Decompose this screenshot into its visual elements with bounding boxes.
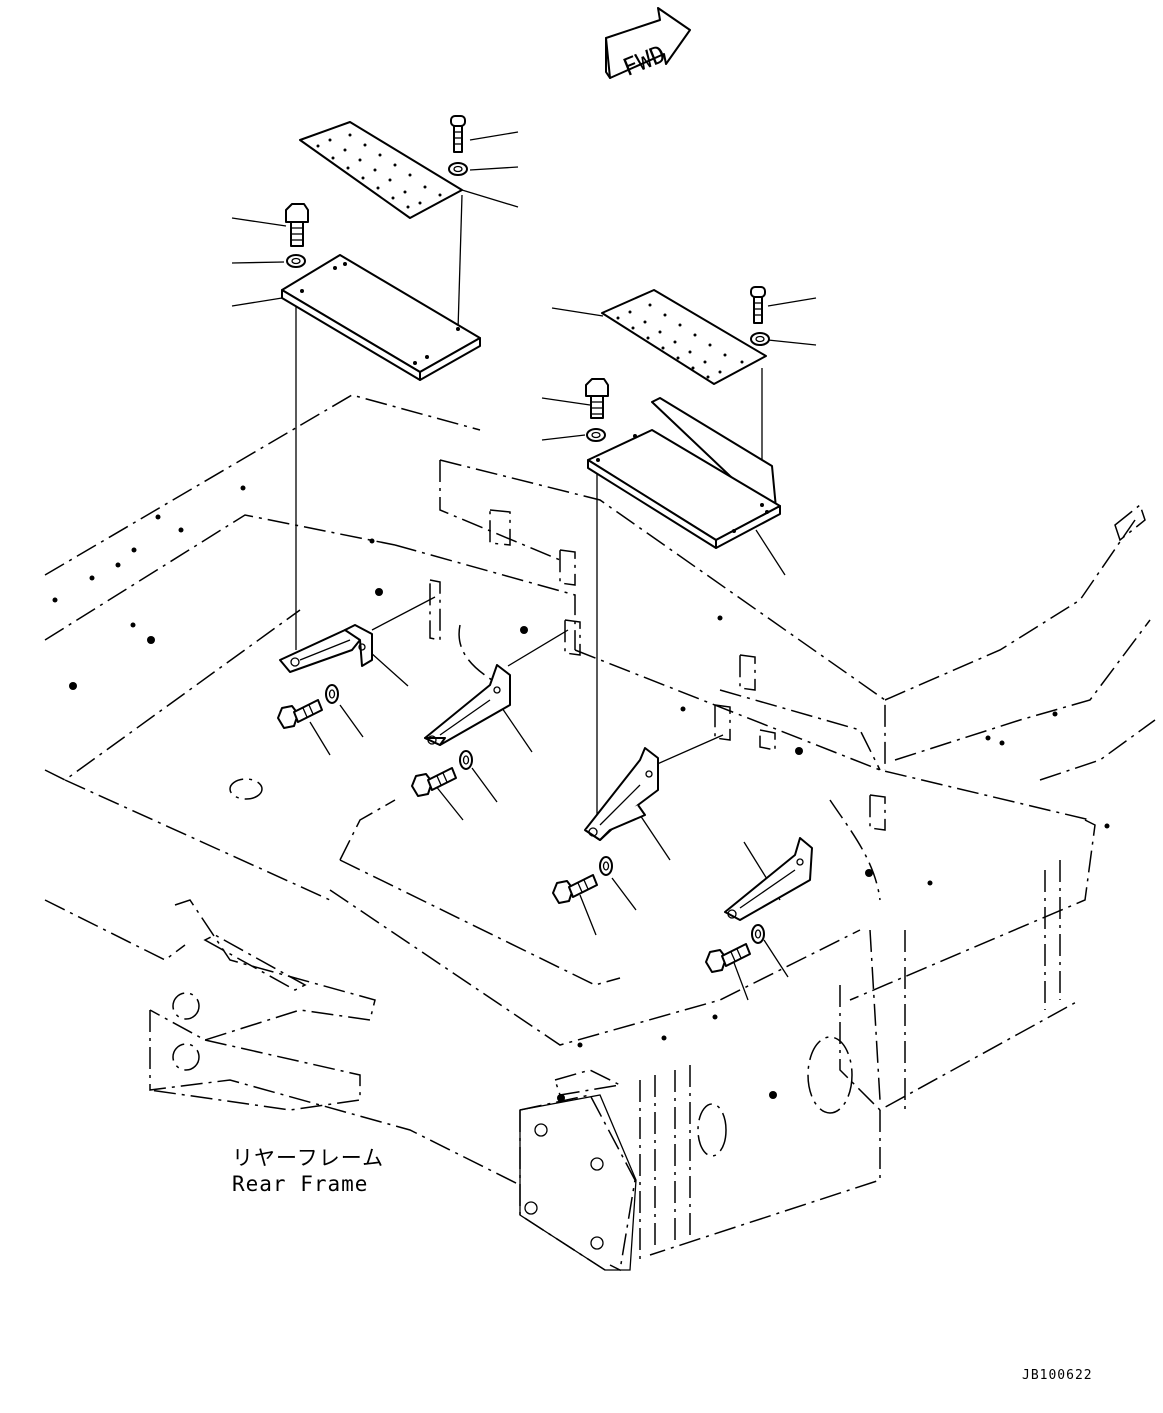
bolt-left-1 bbox=[285, 203, 309, 247]
step-plate-upper-right bbox=[601, 289, 767, 385]
washer-lower-1 bbox=[325, 684, 339, 704]
bolt-lower-1 bbox=[277, 699, 323, 729]
bracket-2 bbox=[424, 664, 511, 746]
bracket-4 bbox=[724, 837, 813, 921]
washer-right-1 bbox=[586, 428, 606, 442]
bolt-upper-2 bbox=[750, 286, 766, 324]
bracket-1 bbox=[279, 624, 373, 673]
washer-lower-3 bbox=[599, 856, 613, 876]
washer-upper-2 bbox=[750, 332, 770, 346]
plate-perforation-pattern-2 bbox=[616, 303, 744, 379]
leader-lines bbox=[231, 131, 817, 1001]
washer-lower-2 bbox=[459, 750, 473, 770]
bolt-right-1 bbox=[585, 378, 609, 419]
fwd-arrow-icon: FWD bbox=[605, 7, 691, 82]
washer-upper-1 bbox=[448, 162, 468, 176]
bolt-lower-4 bbox=[705, 943, 751, 973]
plate-perforation-pattern bbox=[316, 133, 442, 209]
step-support-upper-left bbox=[281, 254, 481, 381]
washer-left-1 bbox=[286, 254, 306, 268]
bracket-3 bbox=[584, 747, 659, 841]
washer-lower-4 bbox=[751, 924, 765, 944]
step-support-right bbox=[587, 397, 781, 549]
bolt-lower-3 bbox=[552, 874, 598, 904]
frame-label-japanese: リヤーフレーム bbox=[232, 1146, 385, 1170]
bolt-upper-1 bbox=[450, 115, 466, 153]
frame-label-english: Rear Frame bbox=[232, 1172, 369, 1196]
frame-holes bbox=[52, 485, 1110, 1102]
bolt-lower-2 bbox=[411, 767, 457, 797]
step-plate-upper-left bbox=[299, 121, 463, 219]
alignment-lines bbox=[295, 194, 763, 820]
rear-frame-outline bbox=[44, 394, 1156, 1272]
rear-block bbox=[519, 1094, 637, 1271]
drawing-id: JB100622 bbox=[1022, 1368, 1093, 1383]
